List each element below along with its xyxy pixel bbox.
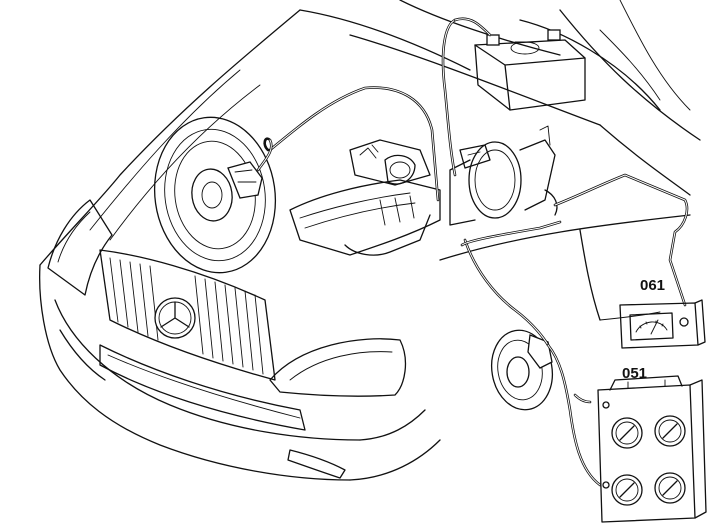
gauge-unit-connector [602,481,610,489]
pressure-gauge-icon [654,415,686,447]
brake-caliper-left [227,161,263,199]
brake-booster-master-cylinder [449,125,558,226]
car-body [39,0,701,481]
pressure-gauge-icon [611,417,643,449]
engine-intake-manifold [289,139,441,256]
battery-terminal-neg [486,34,500,46]
front-right-wheel [491,329,553,411]
gauge-unit-connector [602,401,610,409]
gauge-unit-051: 051 [597,365,707,523]
battery [474,29,586,111]
pressure-gauge-icon [654,472,686,504]
front-left-wheel [153,116,277,274]
emblem-icon [154,297,196,339]
battery-terminal-pos [547,29,561,41]
brake-caliper-right [527,334,553,369]
meter-dial-icon [629,312,674,341]
tester-061: 061 [619,277,706,349]
test-hoses-and-cables [256,17,689,487]
tester-061-connector [679,317,689,327]
pressure-gauge-icon [611,474,643,506]
grille-bars [109,257,264,375]
callout-061: 061 [640,277,665,294]
